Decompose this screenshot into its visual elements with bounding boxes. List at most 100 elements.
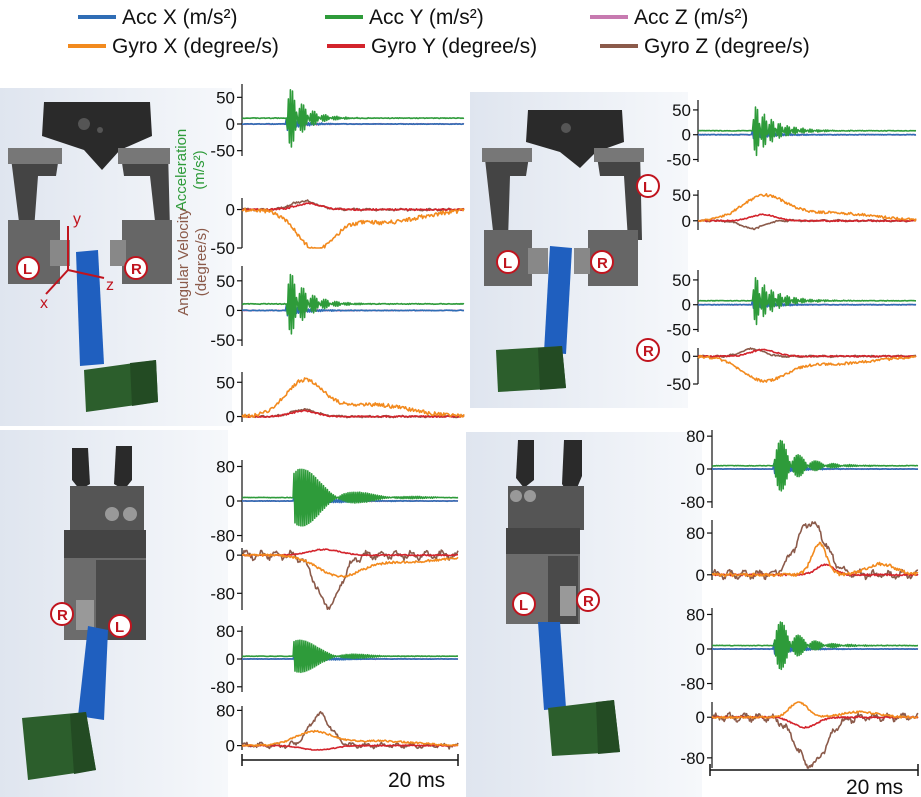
series-line-acc-y [241,468,459,527]
side-badge-text: L [643,179,652,196]
legend-label-acc-x: Acc X (m/s²) [122,6,238,29]
y-tick-label: 0 [226,546,235,565]
legend-item-acc-z: Acc Z (m/s²) [590,6,748,29]
y-tick-label: -80 [680,493,705,512]
y-tick-label: 80 [216,701,235,720]
subplot-tl-gyro-L: 0 -50 [210,198,465,258]
legend-item-gyro-y: Gyro Y (degree/s) [327,35,537,58]
subplot-tl-gyro-R: 500 [216,372,465,427]
side-badge-right-bottom-right: R [576,588,600,612]
series-line-gyro-x [711,541,919,578]
y-tick-label: 0 [226,201,235,220]
series-line-acc-x [241,653,459,665]
y-tick-label: 80 [686,605,705,624]
subplot-tr-gyro-L: 500 [672,186,917,231]
series-line-gyro-z [711,711,919,769]
side-badge-text: L [115,619,124,636]
subplot-br-acc-L: 800-80 [680,427,919,512]
y-tick-label: 0 [226,492,235,511]
subplot-tr-acc-L: 50 0 -50 [666,100,917,170]
y-tick-label: 50 [672,186,691,205]
y-tick-label: -50 [666,321,691,340]
subplot-tr-acc-R: 50 0 -50 [666,270,917,340]
axis-label-y: y [73,211,81,228]
gripper-illustration-bottom-left [22,446,146,780]
time-scale-label: 20 ms [388,769,445,792]
legend-label-gyro-y: Gyro Y (degree/s) [371,35,537,58]
y-tick-label: 50 [216,88,235,107]
subplot-bl-acc-L: 800-80 [210,622,459,697]
y-tick-label: 0 [682,212,691,231]
side-badge-text: R [131,261,142,278]
subplot-br-acc-R: 800-80 [680,605,919,694]
y-tick-label: 0 [696,566,705,585]
series-line-acc-x [241,117,465,132]
subplot-bl-gyro-L: 800 [216,701,459,756]
time-scale-label: 20 ms [846,776,903,797]
subplot-tl-acc-L: 500-50 [210,84,465,161]
y-tick-label: 0 [682,347,691,366]
series-line-acc-y [711,621,919,671]
time-scale-bar-left: 20 ms [241,754,459,792]
gripper-illustration-top-left [8,102,172,412]
side-badge-right-top-right: R [590,250,614,274]
subplots: 500-500-50500-50500500-50500500-500-5080… [210,84,919,769]
y-tick-label: 80 [216,457,235,476]
legend-label-acc-z: Acc Z (m/s²) [634,6,748,29]
subplot-tr-gyro-R: 0-50 [666,347,917,394]
axis-label-x: x [40,295,48,312]
y-axis-label-angular-velocity-line1: Angular Velocity [175,208,192,316]
legend-item-gyro-z: Gyro Z (degree/s) [600,35,810,58]
subplot-tl-acc-R: 500-50 [210,266,465,350]
y-axis-label-angular-velocity: Angular Velocity (degree/s) [175,208,210,316]
series-line-gyro-z [241,549,459,611]
side-badge-right-tr-plots: R [636,338,660,362]
legend-label-acc-y: Acc Y (m/s²) [369,6,484,29]
y-tick-label: 0 [696,460,705,479]
y-tick-label: -80 [680,749,705,768]
y-tick-label: 0 [226,650,235,669]
side-badge-text: R [583,593,594,610]
y-tick-label: 0 [226,408,235,427]
series-line-gyro-x [711,701,919,720]
series-line-acc-x [698,129,917,140]
y-tick-label: 50 [672,101,691,120]
y-tick-label: -50 [210,239,235,258]
y-tick-label: -50 [666,375,691,394]
gripper-illustration-bottom-right [506,440,620,756]
y-tick-label: -50 [210,331,235,350]
side-badge-left-bottom-right: L [512,592,536,616]
side-badge-text: R [57,607,68,624]
series-line-gyro-y [697,213,917,223]
side-badge-text: L [23,261,32,278]
y-tick-label: -50 [666,151,691,170]
y-axis-label-acceleration: Acceleration (m/s²) [173,129,208,212]
series-line-acc-y [697,276,916,326]
side-badge-right-bottom-left: R [50,602,74,626]
side-badge-text: L [519,597,528,614]
subplot-br-gyro-R: 0 -80 [680,701,919,769]
series-line-gyro-x [697,193,917,223]
series-line-gyro-x [242,553,459,579]
legend: Acc X (m/s²) Acc Y (m/s²) Acc Z (m/s²) G… [68,6,810,58]
side-badge-text: R [597,255,608,272]
y-tick-label: 50 [672,271,691,290]
legend-item-gyro-x: Gyro X (degree/s) [68,35,279,58]
subplot-bl-gyro-R: 0 -80 [210,546,459,611]
y-tick-label: -80 [210,678,235,697]
y-tick-label: 0 [226,115,235,134]
legend-label-gyro-z: Gyro Z (degree/s) [644,35,810,58]
side-badge-left-tr-plots: L [636,174,660,198]
y-tick-label: 0 [226,301,235,320]
y-tick-label: 0 [682,296,691,315]
series-line-gyro-y [241,409,465,419]
series-line-acc-y [241,273,465,335]
y-tick-label: -80 [210,584,235,603]
y-tick-label: 0 [696,708,705,727]
legend-item-acc-y: Acc Y (m/s²) [325,6,484,29]
series-line-acc-y [697,106,917,157]
series-line-acc-x [697,299,917,310]
y-tick-label: 0 [682,126,691,145]
